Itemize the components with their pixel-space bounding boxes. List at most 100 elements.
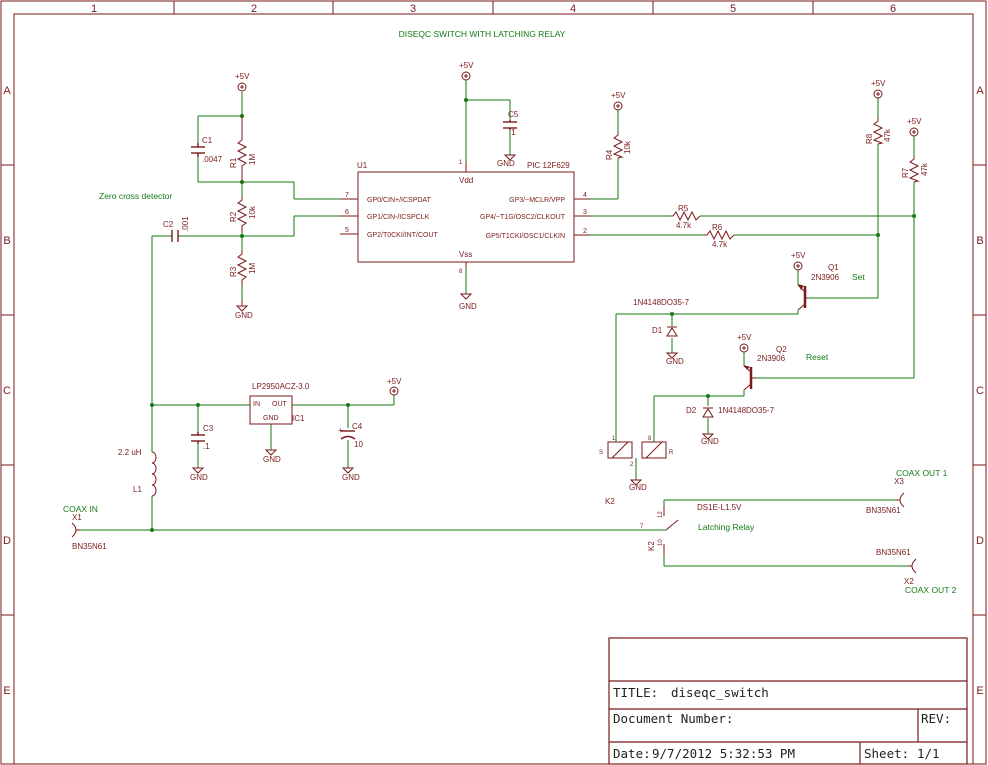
date-label: Date: bbox=[613, 746, 651, 761]
r2-value: 10k bbox=[248, 205, 257, 219]
r6-value: 4.7k bbox=[712, 240, 728, 249]
r1-ref: R1 bbox=[229, 157, 238, 168]
c4-plus: + bbox=[338, 426, 343, 435]
vcc-label-q1: +5V bbox=[791, 251, 806, 260]
r5-ref: R5 bbox=[678, 204, 689, 213]
gnd-label-c4: GND bbox=[342, 473, 360, 482]
c5-ref: C5 bbox=[508, 110, 519, 119]
c2-ref: C2 bbox=[163, 220, 174, 229]
row-label-b-left: B bbox=[3, 235, 10, 247]
vcc-symbol-r7 bbox=[909, 127, 919, 137]
x3-symbol bbox=[896, 492, 905, 508]
c1-symbol bbox=[191, 143, 205, 157]
col-label-1: 1 bbox=[91, 3, 97, 15]
u1-pin-left-num-2: 5 bbox=[345, 227, 349, 234]
r4-ref: R4 bbox=[605, 149, 614, 160]
k2-coils bbox=[607, 441, 667, 459]
gnd-symbol-d1 bbox=[665, 352, 679, 359]
gnd-label-u1: GND bbox=[459, 302, 477, 311]
d2-value: 1N4148DO35-7 bbox=[718, 406, 775, 415]
note-zero-cross: Zero cross detector bbox=[99, 191, 172, 201]
ic1-ref: IC1 bbox=[292, 414, 305, 423]
col-label-4: 4 bbox=[570, 3, 576, 15]
note-coax-out2: COAX OUT 2 bbox=[905, 585, 957, 595]
k2-pin-8: 8 bbox=[648, 436, 652, 442]
r5-value: 4.7k bbox=[676, 221, 692, 230]
x2-value: BN35N61 bbox=[876, 548, 911, 557]
k2-pin-12: 12 bbox=[658, 511, 664, 518]
note-set: Set bbox=[852, 272, 865, 282]
row-label-b-right: B bbox=[976, 235, 983, 247]
k2-pin-s: S bbox=[599, 450, 603, 456]
vcc-symbol-r1 bbox=[237, 82, 247, 92]
u1-pin-right-num-1: 3 bbox=[583, 209, 587, 216]
l1-ref: L1 bbox=[133, 485, 142, 494]
row-label-a-left: A bbox=[3, 85, 11, 97]
row-label-d-right: D bbox=[976, 535, 984, 547]
x3-ref: X3 bbox=[894, 477, 904, 486]
gnd-symbol-u1 bbox=[459, 293, 473, 300]
r7-value: 47k bbox=[920, 162, 929, 176]
vcc-symbol-u1 bbox=[461, 71, 471, 81]
gnd-symbol-d2 bbox=[701, 433, 715, 440]
note-latching-relay: Latching Relay bbox=[698, 522, 755, 532]
note-coax-out1: COAX OUT 1 bbox=[896, 468, 948, 478]
docnum-label: Document Number: bbox=[613, 711, 733, 726]
c3-symbol bbox=[191, 432, 205, 444]
u1-ref: U1 bbox=[357, 161, 368, 170]
gnd-label-ic1: GND bbox=[263, 455, 281, 464]
d1-value: 1N4148DO35-7 bbox=[633, 298, 690, 307]
vcc-label-r8: +5V bbox=[871, 79, 886, 88]
r5-symbol bbox=[670, 210, 701, 222]
u1-body bbox=[340, 162, 590, 268]
junctions bbox=[150, 98, 916, 532]
r8-symbol bbox=[872, 118, 884, 145]
u1-pin-right-name-1: GP4/~T1G/OSC2/CLKOUT bbox=[480, 214, 566, 221]
title-label: TITLE: bbox=[613, 685, 658, 700]
d1-symbol bbox=[666, 326, 678, 337]
u1-pin-right-name-0: GP3/~MCLR/VPP bbox=[509, 197, 565, 204]
row-label-c-right: C bbox=[976, 385, 984, 397]
ic1-in: IN bbox=[253, 401, 260, 408]
q1-ref: Q1 bbox=[828, 263, 839, 272]
row-label-d-left: D bbox=[3, 535, 11, 547]
k2-value: DS1E-L1.5V bbox=[697, 503, 742, 512]
r7-symbol bbox=[908, 156, 920, 183]
k2-pin-10: 10 bbox=[658, 539, 664, 546]
sheet-value: 1/1 bbox=[917, 746, 940, 761]
c1-ref: C1 bbox=[202, 136, 213, 145]
k2-pin-7: 7 bbox=[640, 524, 644, 530]
row-label-e-left: E bbox=[3, 685, 10, 697]
q1-value: 2N3906 bbox=[811, 273, 840, 282]
c5-value: .1 bbox=[509, 128, 516, 137]
c2-value: .001 bbox=[181, 216, 190, 232]
k2-pin-r: R bbox=[669, 450, 674, 456]
gnd-symbol-c4 bbox=[341, 467, 355, 474]
u1-pin-left-name-0: GP0/CIN+/ICSPDAT bbox=[367, 197, 432, 204]
c5-symbol bbox=[503, 120, 517, 130]
x2-ref: X2 bbox=[904, 577, 914, 586]
gnd-symbol-c3 bbox=[191, 467, 205, 474]
r4-value: 10k bbox=[623, 140, 632, 154]
sheet-title: DISEQC SWITCH WITH LATCHING RELAY bbox=[399, 29, 566, 39]
col-label-3: 3 bbox=[410, 3, 416, 15]
vcc-symbol-q2 bbox=[739, 343, 749, 353]
q1-symbol bbox=[797, 284, 808, 311]
c2-symbol bbox=[171, 230, 179, 242]
r3-symbol bbox=[236, 250, 248, 286]
col-label-5: 5 bbox=[730, 3, 736, 15]
vcc-label-q2: +5V bbox=[737, 333, 752, 342]
gnd-symbol-c5 bbox=[503, 154, 517, 161]
ic1-body bbox=[249, 395, 293, 425]
u1-pin-vdd: 1 bbox=[459, 160, 463, 166]
u1-pin-left-num-0: 7 bbox=[345, 192, 349, 199]
note-coax-in: COAX IN bbox=[63, 504, 98, 514]
q2-value: 2N3906 bbox=[757, 354, 786, 363]
u1-pin-right-num-2: 2 bbox=[583, 228, 587, 235]
d2-symbol bbox=[702, 407, 714, 418]
gnd-label-r3: GND bbox=[235, 311, 253, 320]
row-label-c-left: C bbox=[3, 385, 11, 397]
title-block bbox=[608, 637, 968, 765]
r1-value: 1M bbox=[248, 154, 257, 165]
